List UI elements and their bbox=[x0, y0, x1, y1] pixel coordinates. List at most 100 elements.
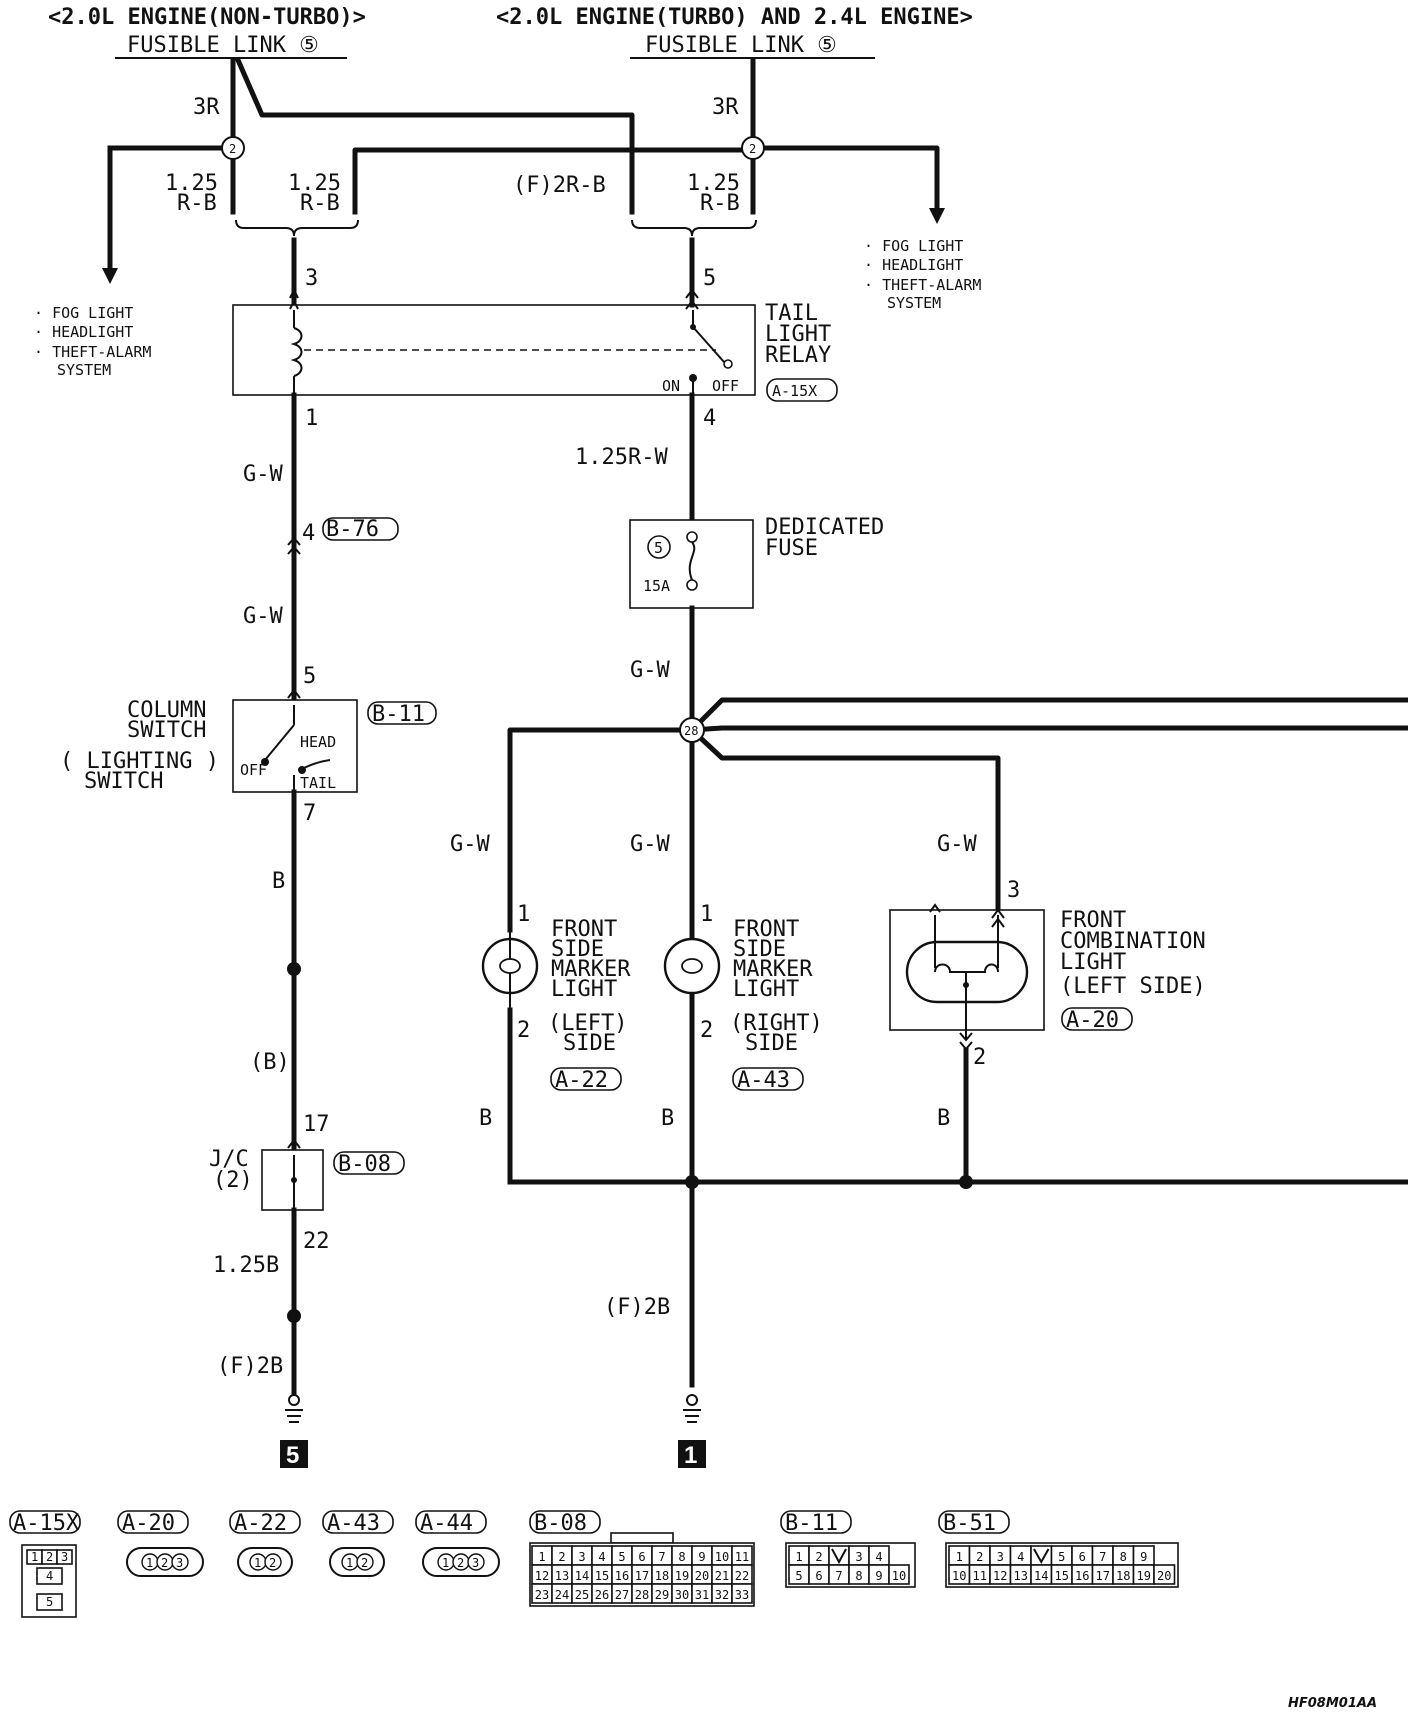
left-marker-title-4: LIGHT bbox=[551, 977, 617, 1002]
legend-b11-pin: 5 bbox=[795, 1569, 802, 1583]
column-switch-tail-label: TAIL bbox=[300, 774, 336, 792]
left-marker-side-2: SIDE bbox=[563, 1031, 616, 1056]
relay-switch-arm bbox=[692, 326, 725, 363]
jc-title: J/C bbox=[209, 1147, 249, 1172]
column-switch-pin-7: 7 bbox=[303, 801, 316, 826]
legend-a15x-pin-1: 1 bbox=[31, 1550, 38, 1564]
legend-b08-pin: 28 bbox=[635, 1588, 649, 1602]
legend-b08-pin: 9 bbox=[698, 1550, 705, 1564]
connector-legend: A-15X 1 2 3 4 5 A-20 1 2 3 A-22 1 2 A-43 bbox=[9, 1510, 1179, 1618]
column-switch-in-terminal bbox=[287, 688, 301, 699]
right-marker-title-1: FRONT bbox=[733, 917, 799, 942]
legend-a22-pin-2 bbox=[264, 1553, 282, 1571]
legend-b51-pin: 7 bbox=[1099, 1550, 1106, 1564]
legend-a44-pin-3-label: 3 bbox=[472, 1556, 479, 1570]
fuse-title-2: FUSE bbox=[765, 536, 818, 561]
legend-a20-badge bbox=[117, 1510, 189, 1534]
ground-bus-junction-mid bbox=[685, 1175, 699, 1189]
legend-a44-label: A-44 bbox=[420, 1511, 473, 1536]
right-marker-lamp bbox=[663, 937, 721, 995]
legend-b51-pin: 13 bbox=[1014, 1569, 1028, 1583]
combination-left-terminal bbox=[929, 903, 941, 913]
splice-28-label: 28 bbox=[684, 724, 698, 738]
left-branch-arrow bbox=[102, 268, 118, 284]
column-switch-head-label: HEAD bbox=[300, 733, 336, 751]
legend-b08-pin: 4 bbox=[598, 1550, 605, 1564]
legend-b11-pin: 9 bbox=[875, 1569, 882, 1583]
legend-b51-pin: 1 bbox=[956, 1550, 963, 1564]
relay-pin-3: 3 bbox=[305, 266, 318, 291]
w125b-label: 1.25B bbox=[213, 1253, 279, 1278]
left-marker-title-3: MARKER bbox=[551, 957, 631, 982]
legend-b11-pin: 4 bbox=[875, 1550, 882, 1564]
wire-label-2: R-B bbox=[177, 191, 217, 216]
right-marker-filament bbox=[681, 958, 703, 974]
relay-pin5-terminal bbox=[685, 288, 699, 310]
fuse-number-circle bbox=[647, 535, 671, 559]
legend-a15x-badge bbox=[9, 1510, 81, 1534]
left-marker-title-2: SIDE bbox=[551, 937, 604, 962]
left-marker-connector-label: A-22 bbox=[555, 1068, 608, 1093]
wire-label-1: 1.25 bbox=[165, 171, 218, 196]
legend-b08-pin: 18 bbox=[655, 1569, 669, 1583]
column-switch-pin-5: 5 bbox=[303, 664, 316, 689]
legend-b51-key-mark bbox=[1033, 1548, 1050, 1565]
jc-in-terminal bbox=[287, 1138, 301, 1149]
right-ground-badge bbox=[678, 1440, 706, 1468]
jc-pin-22: 22 bbox=[303, 1229, 330, 1254]
right-marker-side-1: (RIGHT) bbox=[730, 1011, 823, 1036]
legend-b11-pin: 7 bbox=[835, 1569, 842, 1583]
legend-b51-label: B-51 bbox=[943, 1511, 996, 1536]
legend-b08-pin: 24 bbox=[555, 1588, 569, 1602]
legend-b51-pin: 20 bbox=[1157, 1569, 1171, 1583]
combination-feed-wire bbox=[688, 726, 1001, 913]
left-ground-badge bbox=[280, 1440, 308, 1468]
left-marker-connector-badge bbox=[550, 1067, 622, 1091]
right-engine-title: <2.0L ENGINE(TURBO) AND 2.4L ENGINE> bbox=[496, 5, 973, 30]
legend-b08-pin: 19 bbox=[675, 1569, 689, 1583]
legend-b51-pin: 4 bbox=[1017, 1550, 1024, 1564]
legend-a22-badge bbox=[229, 1510, 301, 1534]
legend-b08-pin: 20 bbox=[695, 1569, 709, 1583]
fuse-title-1: DEDICATED bbox=[765, 515, 884, 540]
legend-b51-pin: 11 bbox=[973, 1569, 987, 1583]
right-marker-pin-2: 2 bbox=[700, 1018, 713, 1043]
column-switch-sub-2: SWITCH bbox=[84, 769, 163, 794]
legend-a15x-label: A-15X bbox=[13, 1511, 80, 1536]
legend-b51-pin: 14 bbox=[1034, 1569, 1048, 1583]
legend-b08-pin: 12 bbox=[535, 1569, 549, 1583]
legend-b11-pin: 10 bbox=[892, 1569, 906, 1583]
legend-a15x-cell-3 bbox=[56, 1549, 73, 1565]
fuse-number: 5 bbox=[654, 539, 663, 557]
relay-title-2: LIGHT bbox=[765, 322, 831, 347]
legend-a22-pin-2-label: 2 bbox=[269, 1556, 276, 1570]
legend-b08-pin: 15 bbox=[595, 1569, 609, 1583]
legend-b51-pin: 18 bbox=[1116, 1569, 1130, 1583]
legend-b51-pin: 16 bbox=[1075, 1569, 1089, 1583]
legend-b51-pin: 10 bbox=[952, 1569, 966, 1583]
relay-title-3: RELAY bbox=[765, 343, 831, 368]
legend-b51-badge bbox=[938, 1510, 1010, 1534]
right-continuation-wire-2 bbox=[689, 725, 1408, 733]
legend-b08-pin: 14 bbox=[575, 1569, 589, 1583]
left-marker-feed-wire bbox=[507, 727, 695, 933]
legend-b11-cell bbox=[888, 1564, 910, 1585]
legend-b08-pin: 16 bbox=[615, 1569, 629, 1583]
legend-b51-pin: 8 bbox=[1120, 1550, 1127, 1564]
right-ground-point bbox=[686, 1394, 698, 1406]
fuse-terminal-top bbox=[686, 531, 698, 543]
legend-b08-pin: 33 bbox=[735, 1588, 749, 1602]
legend-b08-pin: 7 bbox=[658, 1550, 665, 1564]
column-switch-connector-badge bbox=[367, 701, 437, 725]
legend-b51-pin: 6 bbox=[1079, 1550, 1086, 1564]
relay-coil bbox=[290, 327, 303, 377]
legend-a15x-pin-4: 4 bbox=[46, 1569, 53, 1583]
legend-a43-badge bbox=[322, 1510, 394, 1534]
legend-b08-pin: 3 bbox=[578, 1550, 585, 1564]
b76-pin: 4 bbox=[302, 521, 315, 546]
column-switch-tail-contact bbox=[298, 766, 306, 774]
column-switch-arm bbox=[264, 724, 295, 761]
ground-bus-junction-right bbox=[959, 1175, 973, 1189]
